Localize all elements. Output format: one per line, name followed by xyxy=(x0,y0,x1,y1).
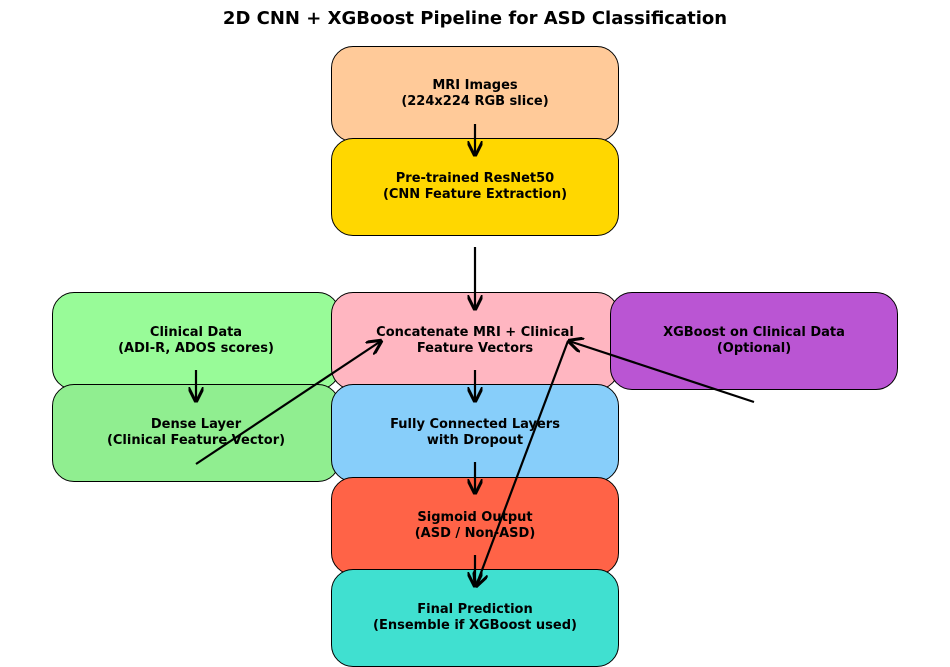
node-final-prediction-line2: (Ensemble if XGBoost used) xyxy=(373,618,577,633)
node-fully-connected-line2: with Dropout xyxy=(426,433,524,448)
node-fully-connected: Fully Connected Layers with Dropout xyxy=(331,384,619,482)
node-dense-layer-line1: Dense Layer xyxy=(150,417,242,432)
node-mri-images-line1: MRI Images xyxy=(432,78,518,93)
node-clinical-data-line2: (ADI-R, ADOS scores) xyxy=(118,341,274,356)
diagram-title: 2D CNN + XGBoost Pipeline for ASD Classi… xyxy=(222,8,728,29)
node-concatenate-line1: Concatenate MRI + Clinical xyxy=(376,325,574,340)
node-clinical-data: Clinical Data (ADI-R, ADOS scores) xyxy=(52,292,340,390)
node-mri-images-line2: (224x224 RGB slice) xyxy=(401,94,549,109)
node-sigmoid: Sigmoid Output (ASD / Non-ASD) xyxy=(331,477,619,575)
node-final-prediction-line1: Final Prediction xyxy=(417,602,533,617)
node-sigmoid-line2: (ASD / Non-ASD) xyxy=(414,526,536,541)
node-sigmoid-line1: Sigmoid Output xyxy=(417,510,533,525)
node-fully-connected-line1: Fully Connected Layers xyxy=(390,417,560,432)
node-xgboost-line1: XGBoost on Clinical Data xyxy=(663,325,845,340)
node-mri-images: MRI Images (224x224 RGB slice) xyxy=(331,46,619,142)
node-concatenate-line2: Feature Vectors xyxy=(416,341,534,356)
node-dense-layer-line2: (Clinical Feature Vector) xyxy=(106,433,286,448)
node-clinical-data-line1: Clinical Data xyxy=(149,325,243,340)
node-resnet-line2: (CNN Feature Extraction) xyxy=(382,187,568,202)
node-resnet: Pre-trained ResNet50 (CNN Feature Extrac… xyxy=(331,138,619,236)
node-xgboost: XGBoost on Clinical Data (Optional) xyxy=(610,292,898,390)
node-final-prediction: Final Prediction (Ensemble if XGBoost us… xyxy=(331,569,619,667)
node-dense-layer: Dense Layer (Clinical Feature Vector) xyxy=(52,384,340,482)
node-xgboost-line2: (Optional) xyxy=(716,341,792,356)
node-resnet-line1: Pre-trained ResNet50 xyxy=(395,171,555,186)
node-concatenate: Concatenate MRI + Clinical Feature Vecto… xyxy=(331,292,619,390)
